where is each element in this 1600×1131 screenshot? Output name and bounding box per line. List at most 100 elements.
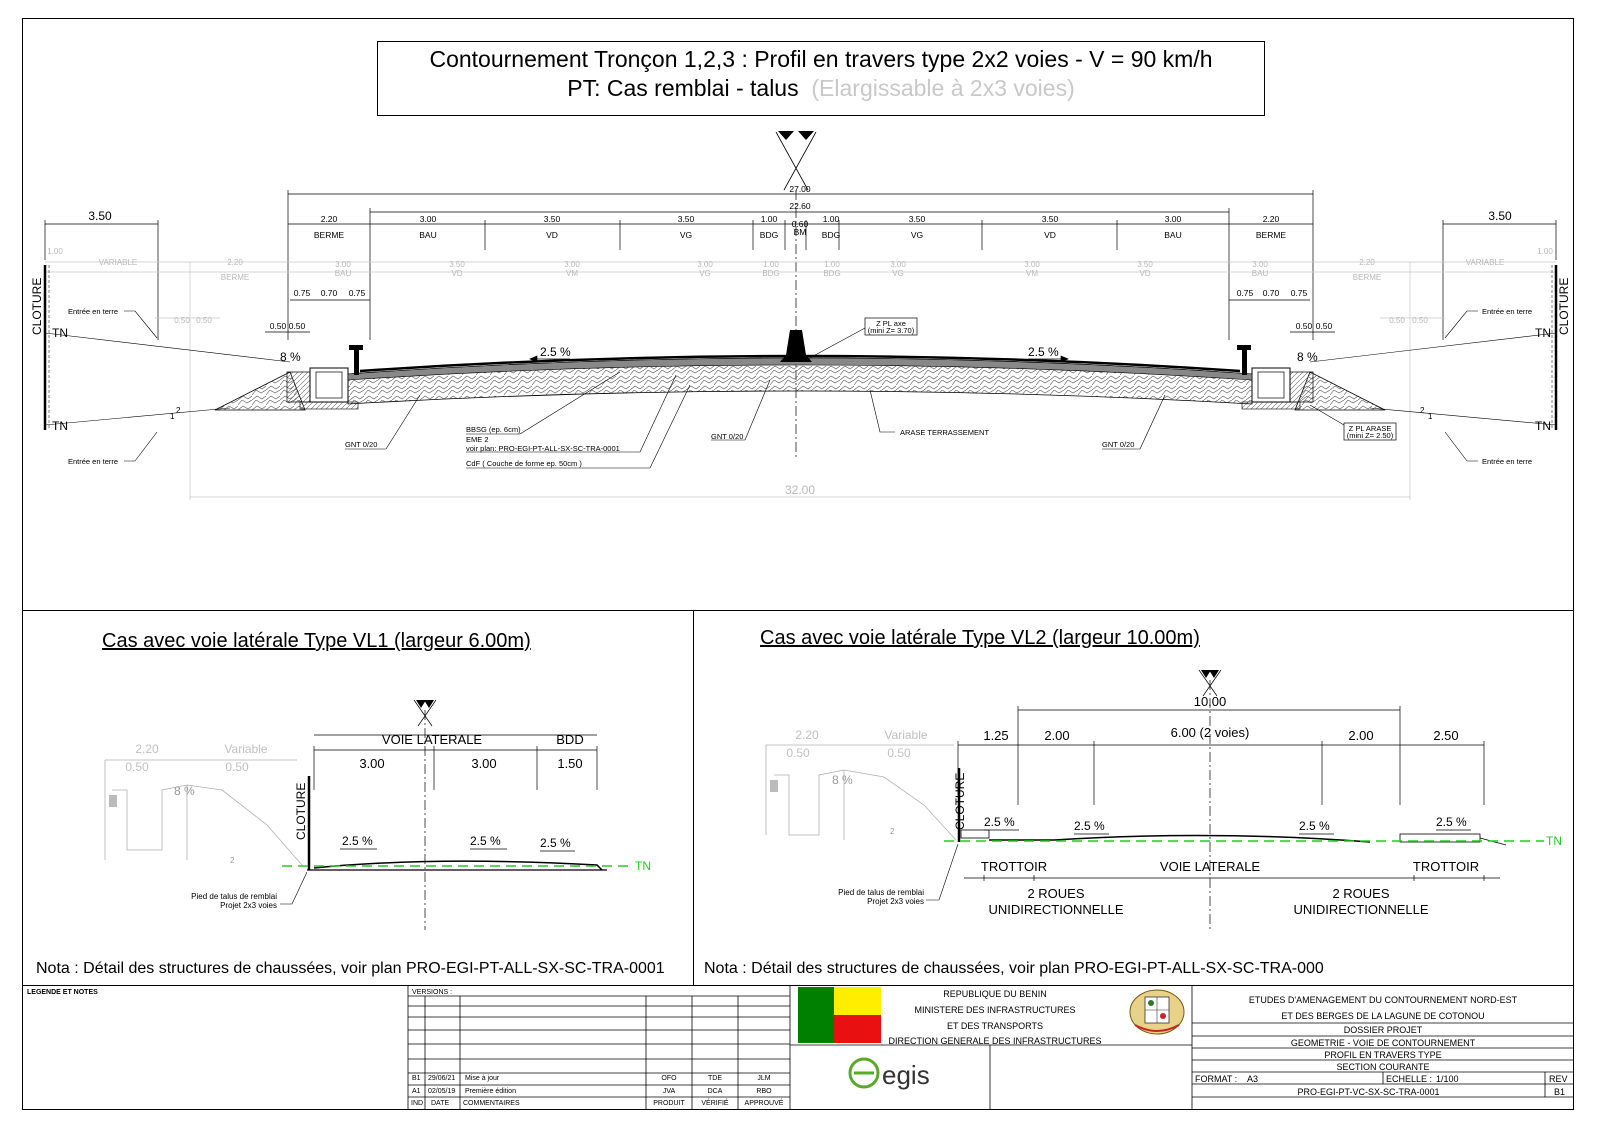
benin-flag-icon xyxy=(798,987,881,1043)
dossier: DOSSIER PROJET xyxy=(1343,1025,1423,1035)
seg-6-w: 1.00 xyxy=(823,214,840,224)
talus-v-left: 2 xyxy=(176,406,181,415)
format-value: A3 xyxy=(1247,1074,1259,1084)
vl2-total: 10.00 xyxy=(1194,694,1227,709)
grey-v100-right: 1.00 xyxy=(1537,247,1553,256)
grey-vd-w-right: 3.50 xyxy=(1137,260,1153,269)
seg-5-w: 0.60 xyxy=(792,219,809,229)
hdr-verifie: VÉRIFIÉ xyxy=(701,1100,729,1107)
grey-bdg-w-right: 1.00 xyxy=(824,260,840,269)
vl2-slope-b: 2.5 % xyxy=(1074,819,1105,833)
title-line2-grey: (Elargissable à 2x3 voies) xyxy=(811,75,1075,101)
slope8-left: 8 % xyxy=(280,350,301,364)
grey-bau-w-right: 3.00 xyxy=(1252,260,1268,269)
vl2-pied1: Pied de talus de remblai xyxy=(838,888,924,897)
vl1-tn: TN xyxy=(635,859,651,873)
vl1-dim-1: 3.00 xyxy=(471,756,496,771)
vl1-bdd: BDD xyxy=(556,732,583,747)
seg-1-n: BAU xyxy=(419,230,436,240)
talus-h-left: 1 xyxy=(170,412,175,421)
hdr-date: DATE xyxy=(431,1100,450,1107)
sub-b-right: 0.70 xyxy=(1263,288,1280,298)
dimension-lines xyxy=(44,190,1557,340)
vl1-pied1: Pied de talus de remblai xyxy=(191,892,277,901)
seg-5-n: BM xyxy=(794,227,807,237)
zpl-arase-label: Z PL ARASE (mini Z= 2.50) xyxy=(1309,404,1397,441)
dimension-labels: 27.00 22.60 3.50 3.50 2.20 BERME 3.00 BA… xyxy=(88,184,1512,331)
seg-4-n: BDG xyxy=(760,230,778,240)
row1-verifie: DCA xyxy=(707,1088,723,1095)
vl1-nota: Nota : Détail des structures de chaussée… xyxy=(36,960,665,977)
vl2-title: Cas avec voie latérale Type VL2 (largeur… xyxy=(760,627,1200,649)
ditch-left xyxy=(286,367,359,410)
vl1-pied2: Projet 2x3 voies xyxy=(220,901,277,910)
geometrie: GEOMETRIE - VOIE DE CONTOURNEMENT xyxy=(1290,1038,1476,1048)
row1-comment: Première édition xyxy=(465,1088,516,1095)
sub-c-right: 0.75 xyxy=(1291,288,1308,298)
side-width-right: 3.50 xyxy=(1488,209,1512,223)
seg-0-n: BERME xyxy=(314,230,345,240)
hdr-commentaires: COMMENTAIRES xyxy=(463,1100,520,1107)
grey-050-b: 0.50 xyxy=(196,316,212,325)
vl2-diagram: 10.00 1.25 2.00 6.00 (2 voies) 2.00 2.50… xyxy=(765,669,1562,930)
grey-vm-right: VM xyxy=(1026,269,1038,278)
axis-arrows xyxy=(775,131,817,460)
slope-right: 2.5 % xyxy=(1028,345,1059,359)
tn-right-bottom: TN xyxy=(1535,419,1551,433)
egis-wordmark: egis xyxy=(882,1060,930,1090)
profil: PROFIL EN TRAVERS TYPE xyxy=(1324,1050,1442,1060)
title-line2: PT: Cas remblai - talus (Elargissable à … xyxy=(567,75,1075,101)
grey-vd-left: VD xyxy=(451,269,462,278)
bbsg-label: BBSG (ep. 6cm) xyxy=(466,425,521,434)
vl1-dim-0: 3.00 xyxy=(359,756,384,771)
entree-tr: Entrée en terre xyxy=(1482,307,1532,316)
gnt-center: GNT 0/20 xyxy=(711,432,743,441)
svg-text:Z PL axe: Z PL axe xyxy=(876,319,906,328)
vl2-dim-3: 2.00 xyxy=(1348,728,1373,743)
vl2-2roues-right: 2 ROUES xyxy=(1332,886,1389,901)
row0-produit: OFO xyxy=(661,1075,677,1082)
pavement-width: 22.60 xyxy=(789,201,811,211)
grey-bdg-w-left: 1.00 xyxy=(763,260,779,269)
grey-vd-w-left: 3.50 xyxy=(449,260,465,269)
zpl-axe-label: Z PL axe (mini Z= 3.70) xyxy=(805,317,918,361)
drawing-frame xyxy=(22,18,1574,1110)
echelle-value: 1/100 xyxy=(1436,1074,1459,1084)
row1-ind: A1 xyxy=(412,1088,421,1095)
benin-coat-of-arms-icon xyxy=(1129,989,1185,1035)
row0-verifie: TDE xyxy=(708,1075,722,1082)
seg-2-w: 3.50 xyxy=(544,214,561,224)
seg-3-w: 3.50 xyxy=(678,214,695,224)
vl2-grey-d: 0.50 xyxy=(887,746,911,760)
egis-logo-icon xyxy=(848,1057,880,1089)
republique: REPUBLIQUE DU BENIN xyxy=(943,989,1047,999)
vl2-dim-0: 1.25 xyxy=(983,728,1008,743)
entree-br: Entrée en terre xyxy=(1482,457,1532,466)
gnt-right: GNT 0/20 xyxy=(1102,440,1134,449)
grey-bau-w-left: 3.00 xyxy=(335,260,351,269)
vl2-dim-2: 6.00 (2 voies) xyxy=(1171,725,1250,740)
vl1-slope8: 8 % xyxy=(174,784,195,798)
vl1-diagram: VOIE LATERALE BDD 3.00 3.00 1.50 2.20 Va… xyxy=(104,699,651,930)
cloture-left: CLOTURE xyxy=(30,278,44,335)
sub-d-left: 0.50 xyxy=(270,321,287,331)
row1-approuve: RBO xyxy=(756,1088,772,1095)
tn-lines xyxy=(44,332,1557,426)
vl1-grey-c: 0.50 xyxy=(125,760,149,774)
arase-label: ARASE TERRASSEMENT xyxy=(900,428,989,437)
fence-right: CLOTURE xyxy=(1551,265,1571,430)
vl1-dim-2: 1.50 xyxy=(557,756,582,771)
seg-0-w: 2.20 xyxy=(321,214,338,224)
vl2-voie-laterale: VOIE LATERALE xyxy=(1160,859,1261,874)
layer-callouts: BBSG (ep. 6cm) EME 2 voir plan: PRO-EGI-… xyxy=(345,425,1134,468)
grey-050-a: 0.50 xyxy=(174,316,190,325)
row0-approuve: JLM xyxy=(757,1075,771,1082)
gnt-left: GNT 0/20 xyxy=(345,440,377,449)
slope8-right: 8 % xyxy=(1297,350,1318,364)
etudes2: ET DES BERGES DE LA LAGUNE DE COTONOU xyxy=(1281,1011,1485,1021)
section: SECTION COURANTE xyxy=(1336,1062,1430,1072)
sub-a-left: 0.75 xyxy=(294,288,311,298)
row0-date: 29/06/21 xyxy=(428,1075,456,1082)
grey-vg-left: VG xyxy=(699,269,711,278)
tn-left-bottom: TN xyxy=(52,419,68,433)
